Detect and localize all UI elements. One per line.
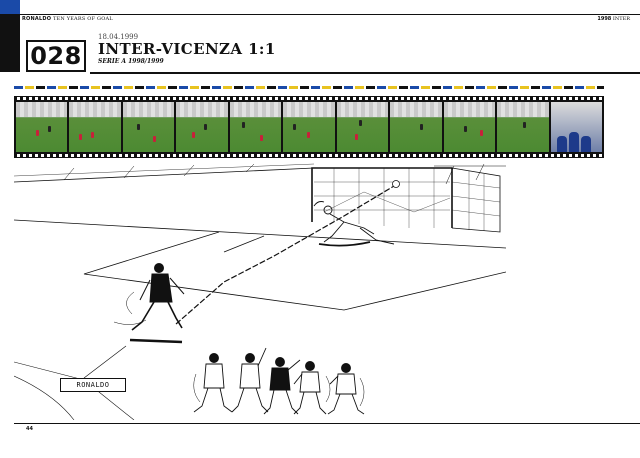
- shot-trajectory: [175, 185, 395, 325]
- film-frame: [176, 102, 228, 152]
- goal-number: 028: [30, 42, 82, 70]
- film-frame: [229, 102, 282, 152]
- film-frame: [550, 102, 602, 152]
- match-date: 18.04.1999: [98, 33, 139, 41]
- color-dash-rule: [14, 86, 604, 89]
- goal-net: [314, 168, 501, 231]
- header-rule: [20, 14, 640, 15]
- film-frame: [69, 102, 121, 152]
- film-frame: [390, 102, 442, 152]
- competition-label: SERIE A 1998/1999: [98, 58, 164, 65]
- penalty-box: [83, 231, 506, 311]
- film-frame: [443, 102, 496, 152]
- footer-rule: [14, 423, 640, 424]
- film-frame: [122, 102, 175, 152]
- filmstrip-sprockets-top: [14, 97, 604, 100]
- teammates-group: [193, 347, 365, 415]
- film-frame: [497, 102, 549, 152]
- goal-frame: [311, 167, 501, 233]
- goalkeeper-figure: [313, 201, 395, 247]
- photo-filmstrip: [14, 96, 604, 158]
- film-frame: [336, 102, 389, 152]
- page-number: 44: [26, 426, 33, 432]
- filmstrip-sprockets-bottom: [14, 154, 604, 157]
- running-header-left: RONALDO TEN YEARS OF GOAL: [22, 16, 113, 22]
- label-pointer-line: [83, 345, 127, 379]
- ball: [392, 180, 400, 188]
- title-rule: [90, 72, 640, 74]
- corner-blue-block: [0, 0, 20, 14]
- corner-black-block: [0, 14, 20, 72]
- season-year: 1998: [597, 16, 612, 22]
- goal-line: [14, 219, 506, 249]
- film-frame: [283, 102, 335, 152]
- goal-number-box: 028: [26, 40, 86, 72]
- film-frame: [16, 102, 68, 152]
- season-team: INTER: [612, 16, 630, 22]
- player-name-text: RONALDO: [76, 381, 110, 389]
- book-name: RONALDO: [22, 16, 52, 22]
- match-title: INTER-VICENZA 1:1: [98, 40, 276, 58]
- player-name-label: RONALDO: [60, 378, 126, 392]
- book-subtitle: TEN YEARS OF GOAL: [52, 16, 113, 22]
- running-header-right: 1998 INTER: [597, 16, 630, 22]
- shooter-figure: [113, 263, 185, 344]
